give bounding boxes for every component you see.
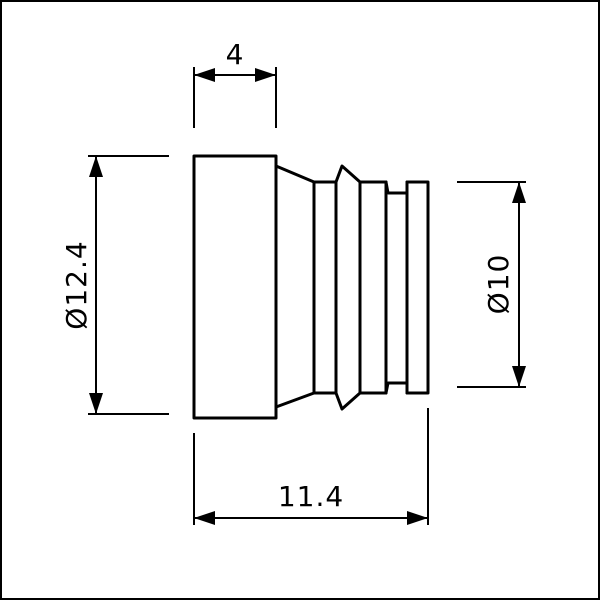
left-dimension-top-arrow xyxy=(89,156,103,177)
extension-lines xyxy=(88,67,526,525)
middle-cylinder-outline xyxy=(312,180,338,395)
right-dimension-bottom-arrow xyxy=(512,366,526,387)
top-dimension-label: 4 xyxy=(226,38,245,71)
top-dimension-right-arrow xyxy=(255,68,276,82)
dimension-arrowheads xyxy=(89,68,526,525)
bottom-dimension-right-arrow xyxy=(407,511,428,525)
part-outline xyxy=(192,154,430,420)
left-diameter-label: Ø12.4 xyxy=(60,240,93,329)
top-dimension-left-arrow xyxy=(194,68,215,82)
front-shoulder-outline xyxy=(192,154,278,420)
right-diameter-label: Ø10 xyxy=(482,254,515,315)
rear-cylinder-outline xyxy=(358,180,388,395)
bottom-dimension-label: 11.4 xyxy=(278,480,344,513)
right-dimension-top-arrow xyxy=(512,182,526,203)
conical-section-outline xyxy=(274,164,316,409)
rear-groove-outline xyxy=(384,180,430,395)
bottom-dimension-left-arrow xyxy=(194,511,215,525)
dimension-lines xyxy=(95,74,520,519)
flange-outline xyxy=(334,164,362,411)
left-dimension-bottom-arrow xyxy=(89,393,103,414)
